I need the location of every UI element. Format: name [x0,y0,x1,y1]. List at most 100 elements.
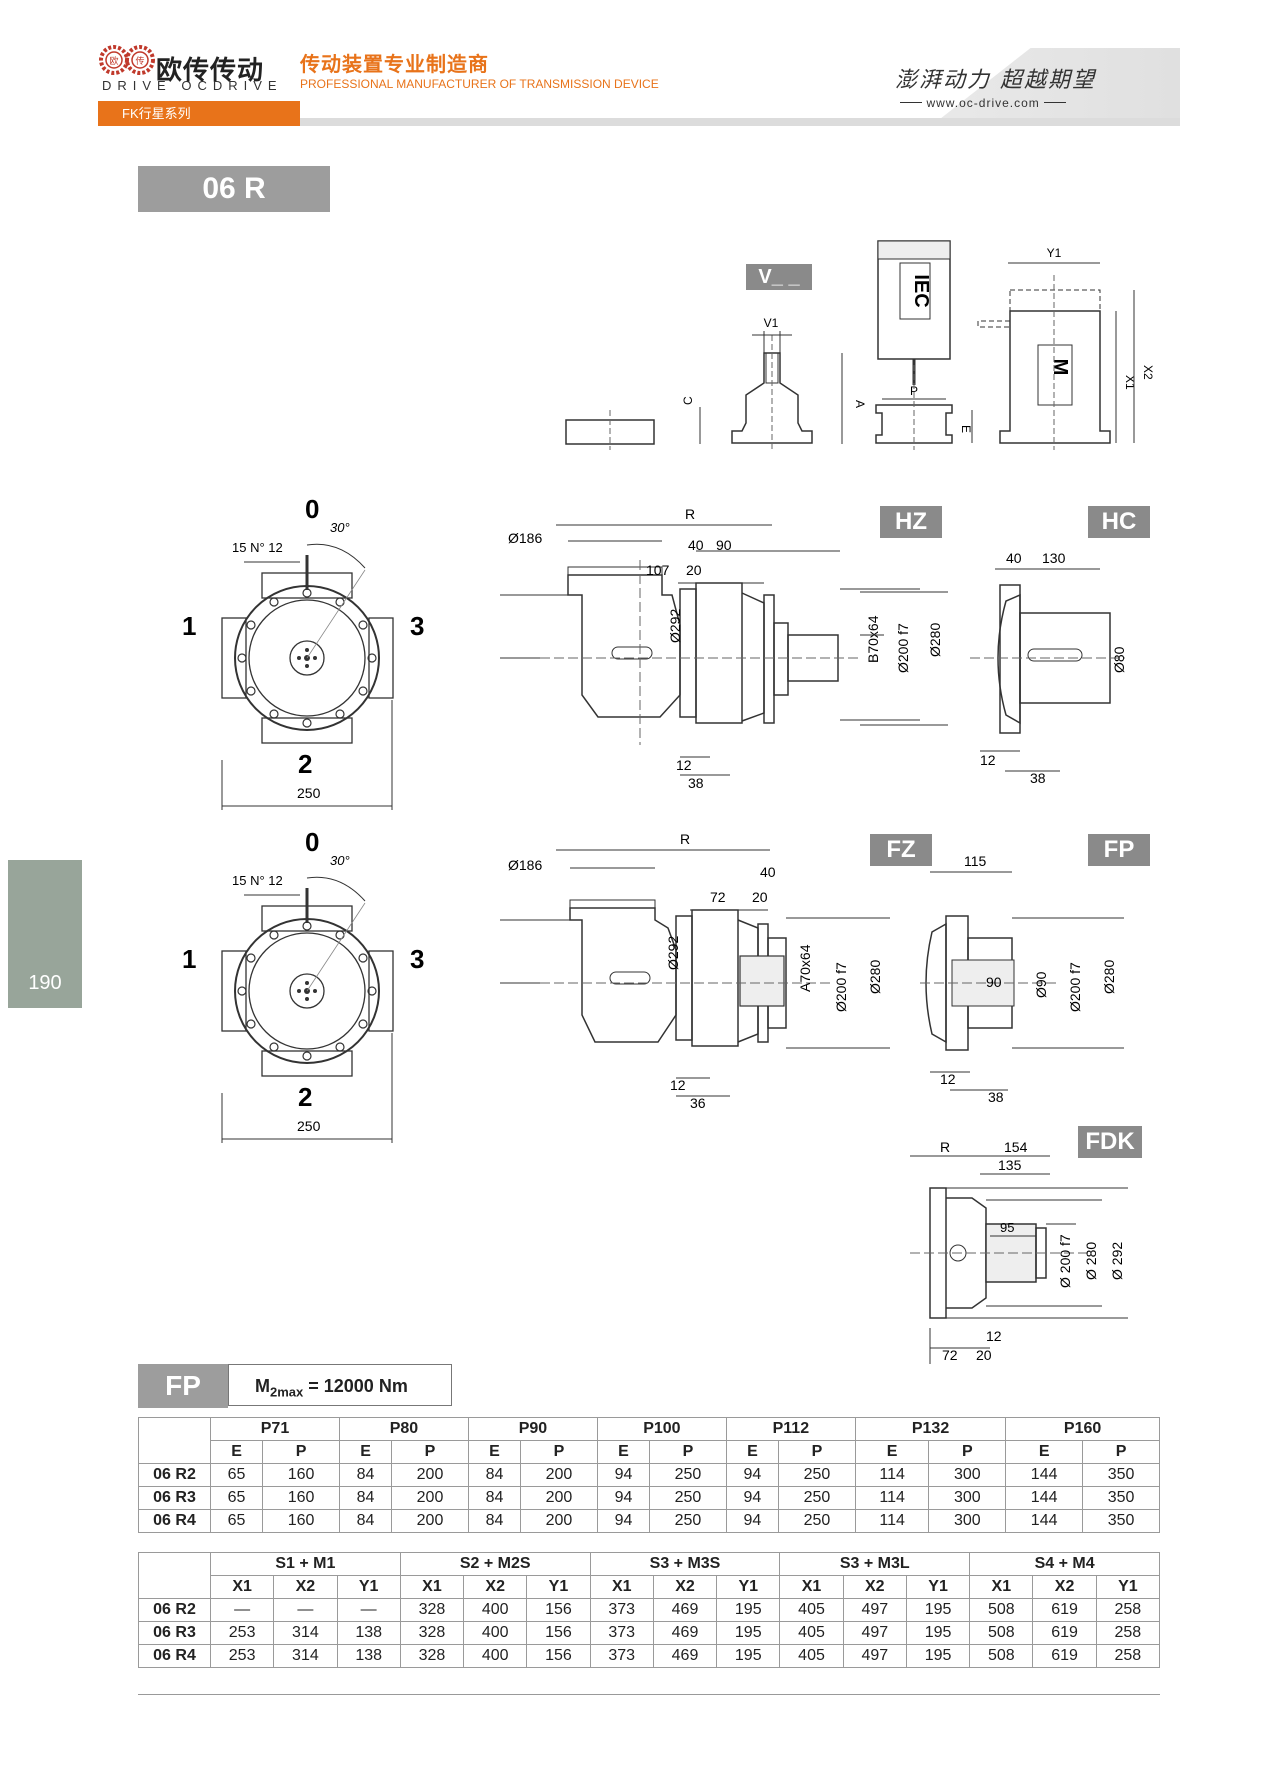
slogan: 澎湃动力 超越期望 [895,68,1096,93]
fz-dim-d292: Ø292 [665,936,681,970]
position-3: 3 [410,611,424,641]
hz-dim-20: 20 [686,562,702,578]
column-header: X2 [463,1575,528,1599]
hz-dim-12: 12 [676,757,692,773]
table-cell: 144 [1005,1463,1084,1487]
hz-dim-r: R [685,506,695,522]
fdk-dim-d200: Ø 200 f7 [1057,1234,1073,1288]
column-header: X1 [209,1575,275,1599]
fdk-dim-d280: Ø 280 [1083,1242,1099,1280]
table2-group: S1 + M1 [210,1552,401,1576]
table-cell: 250 [778,1463,856,1487]
dim-v1: V1 [764,316,779,330]
column-header: P [391,1440,469,1464]
column-header: X1 [399,1575,465,1599]
table-cell: 350 [1082,1463,1160,1487]
fdk-dim-12: 12 [986,1328,1002,1344]
view-label-fdk: FDK [1078,1126,1142,1158]
row-model: 06 R3 [138,1486,211,1510]
table-cell: 405 [779,1621,844,1645]
fz-dim-12: 12 [670,1077,686,1093]
fz-fp-drawing: R Ø186 40 72 20 R1 Ø292 A70x64 Ø200 f7 Ø… [500,831,1124,1110]
table-cell: 84 [467,1509,522,1533]
fz-dim-36: 36 [690,1095,706,1110]
fdk-dim-95: 95 [1000,1220,1014,1235]
hz-dim-40: 40 [688,537,704,553]
hz-dim-d200: Ø200 f7 [895,623,911,673]
table-cell: 314 [273,1621,338,1645]
fp-torque-box: M2max = 12000 Nm [228,1364,452,1406]
series-bar: FK行星系列 [98,101,300,126]
hz-dim-90: 90 [716,537,732,553]
table-cell: 250 [778,1486,856,1510]
table-cell: 469 [652,1644,718,1668]
torque-value: = 12000 Nm [303,1376,408,1396]
column-header: E [1005,1440,1084,1464]
table2-group: S3 + M3L [779,1552,971,1576]
table-cell: 200 [391,1486,469,1510]
table-cell: 138 [336,1621,401,1645]
column-header: P [520,1440,598,1464]
bolt-label-lower: 15 N° 12 [232,873,283,888]
brand-name-cn: 欧传传动 [156,55,265,85]
column-header: E [854,1440,930,1464]
iec-label: IEC [910,274,932,307]
table-cell: 258 [1095,1644,1161,1668]
table-cell: 300 [928,1463,1007,1487]
view-label-hc: HC [1088,506,1150,538]
table-cell: 373 [589,1621,654,1645]
hz-dim-d186: Ø186 [508,530,542,546]
table-cell: 350 [1082,1486,1160,1510]
hz-dim-d280: Ø280 [927,623,943,657]
column-header: Y1 [336,1575,401,1599]
m-label: M [1049,359,1071,376]
table-cell: 328 [399,1621,465,1645]
table-cell: 250 [778,1509,856,1533]
torque-subscript: 2max [270,1384,304,1400]
table-cell: 314 [273,1644,338,1668]
row-model: 06 R2 [138,1463,211,1487]
column-header: X1 [779,1575,844,1599]
table-cell: 508 [969,1598,1034,1622]
table1-group: P100 [596,1417,727,1441]
hz-hc-drawing: R Ø186 40 90 107 20 R1 Ø292 B70x64 Ø200 … [500,506,1127,790]
table-cell: 94 [725,1463,780,1487]
column-header: E [338,1440,393,1464]
position-2-lower: 2 [298,1082,312,1112]
logo-mark-left: 欧 [109,55,118,66]
table1-group-row: P71 P80 P90 P100 P112 P132 P160 [138,1417,1160,1464]
table-cell: — [273,1598,338,1622]
dim-x1: X1 [1123,375,1137,390]
table-cell: 144 [1005,1509,1084,1533]
fp-dim-38: 38 [988,1089,1004,1105]
table1-corner [138,1417,211,1464]
position-0: 0 [305,494,319,524]
table-cell: 250 [649,1509,727,1533]
page-number: 190 [28,972,62,994]
table-cell: 497 [842,1621,907,1645]
table-cell: 373 [589,1598,654,1622]
fdk-dim-20: 20 [976,1347,992,1363]
table-cell: 114 [854,1486,930,1510]
motor-dimension-table: S1 + M1 S2 + M2S S3 + M3S S3 + M3L S4 + … [138,1552,1161,1668]
hc-dim-38: 38 [1030,770,1046,786]
column-header: E [209,1440,264,1464]
dim-c: C [681,396,695,405]
column-header: E [467,1440,522,1464]
table-cell: 300 [928,1486,1007,1510]
table-cell: 253 [209,1621,275,1645]
column-header: X2 [1032,1575,1097,1599]
table-cell: 250 [649,1463,727,1487]
fp-dim-115: 115 [964,853,987,869]
table-cell: 258 [1095,1598,1161,1622]
table-cell: 84 [467,1463,522,1487]
table-cell: 328 [399,1598,465,1622]
table-cell: 84 [338,1486,393,1510]
table1-group: P132 [854,1417,1007,1441]
table-cell: 138 [336,1644,401,1668]
table-cell: 497 [842,1644,907,1668]
table-cell: 94 [596,1486,651,1510]
